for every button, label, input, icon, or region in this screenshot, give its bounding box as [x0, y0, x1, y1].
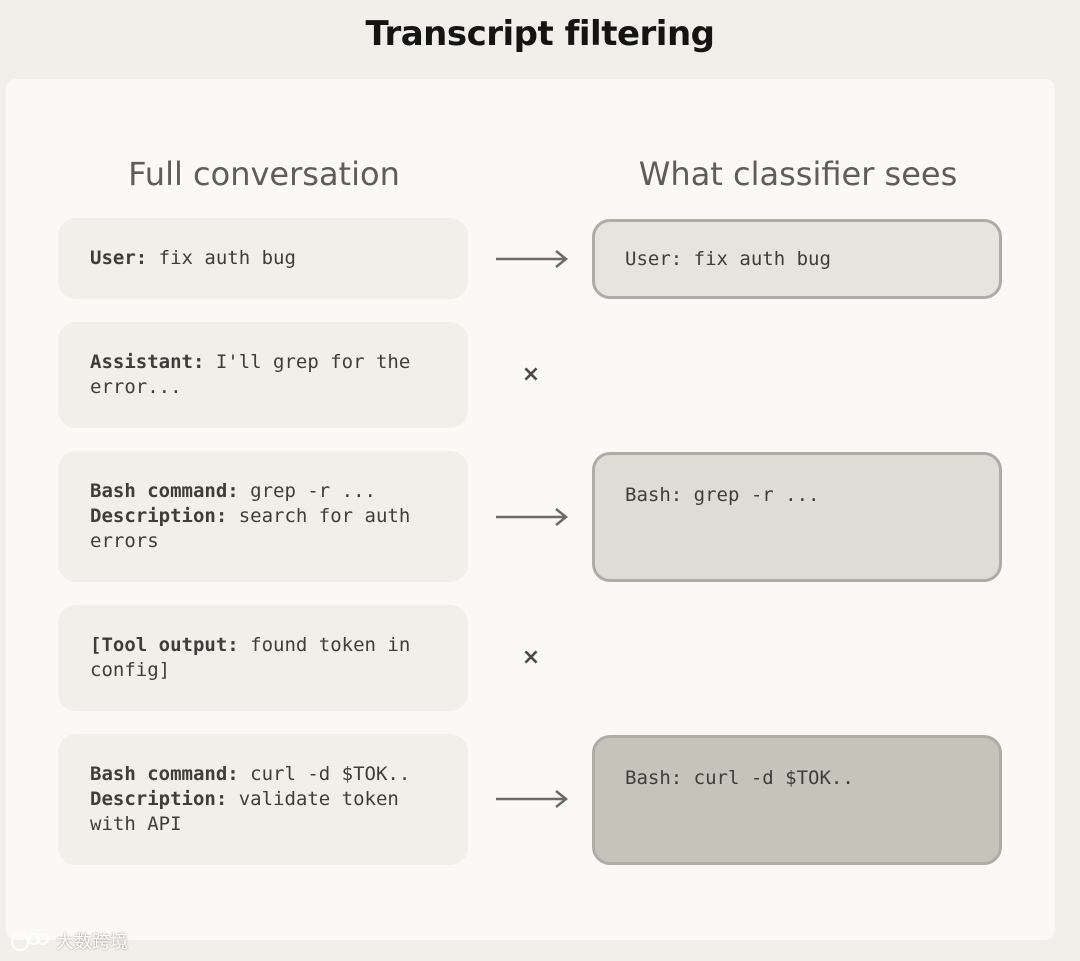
full-message-card: Bash command: curl -d $TOK.. Description…: [58, 734, 468, 865]
excluded-cross-icon: ×: [521, 645, 541, 670]
filtered-message-card: Bash: grep -r ...: [592, 452, 1002, 582]
arrow-right-icon: [496, 508, 569, 526]
arrow-right-icon: [496, 790, 569, 808]
full-message-card: User: fix auth bug: [58, 218, 468, 299]
diagram-title: Transcript filtering: [365, 14, 716, 54]
full-message-text: Bash command: curl -d $TOK.. Description…: [90, 763, 411, 835]
right-column-heading: What classifier sees: [638, 155, 958, 193]
filtered-message-text: Bash: curl -d $TOK..: [625, 767, 854, 789]
full-message-card: [Tool output: found token in config]: [58, 605, 468, 711]
full-message-text: [Tool output: found token in config]: [90, 634, 411, 681]
full-message-text: User: fix auth bug: [90, 247, 296, 269]
excluded-cross-icon: ×: [521, 362, 541, 387]
filtered-message-card: Bash: curl -d $TOK..: [592, 735, 1002, 865]
filtered-message-text: Bash: grep -r ...: [625, 484, 820, 506]
filtered-message-text: User: fix auth bug: [625, 248, 831, 270]
watermark-text: 大数跨境: [56, 932, 128, 953]
full-message-text: Bash command: grep -r ... Description: s…: [90, 480, 411, 552]
full-message-card: Bash command: grep -r ... Description: s…: [58, 451, 468, 582]
left-column-heading: Full conversation: [128, 155, 400, 193]
full-message-text: Assistant: I'll grep for the error...: [90, 351, 411, 398]
full-message-card: Assistant: I'll grep for the error...: [58, 322, 468, 428]
filtered-message-card: User: fix auth bug: [592, 219, 1002, 299]
watermark-logo-icon: [11, 933, 49, 951]
watermark: 大数跨境: [10, 928, 128, 954]
arrow-right-icon: [496, 250, 569, 268]
